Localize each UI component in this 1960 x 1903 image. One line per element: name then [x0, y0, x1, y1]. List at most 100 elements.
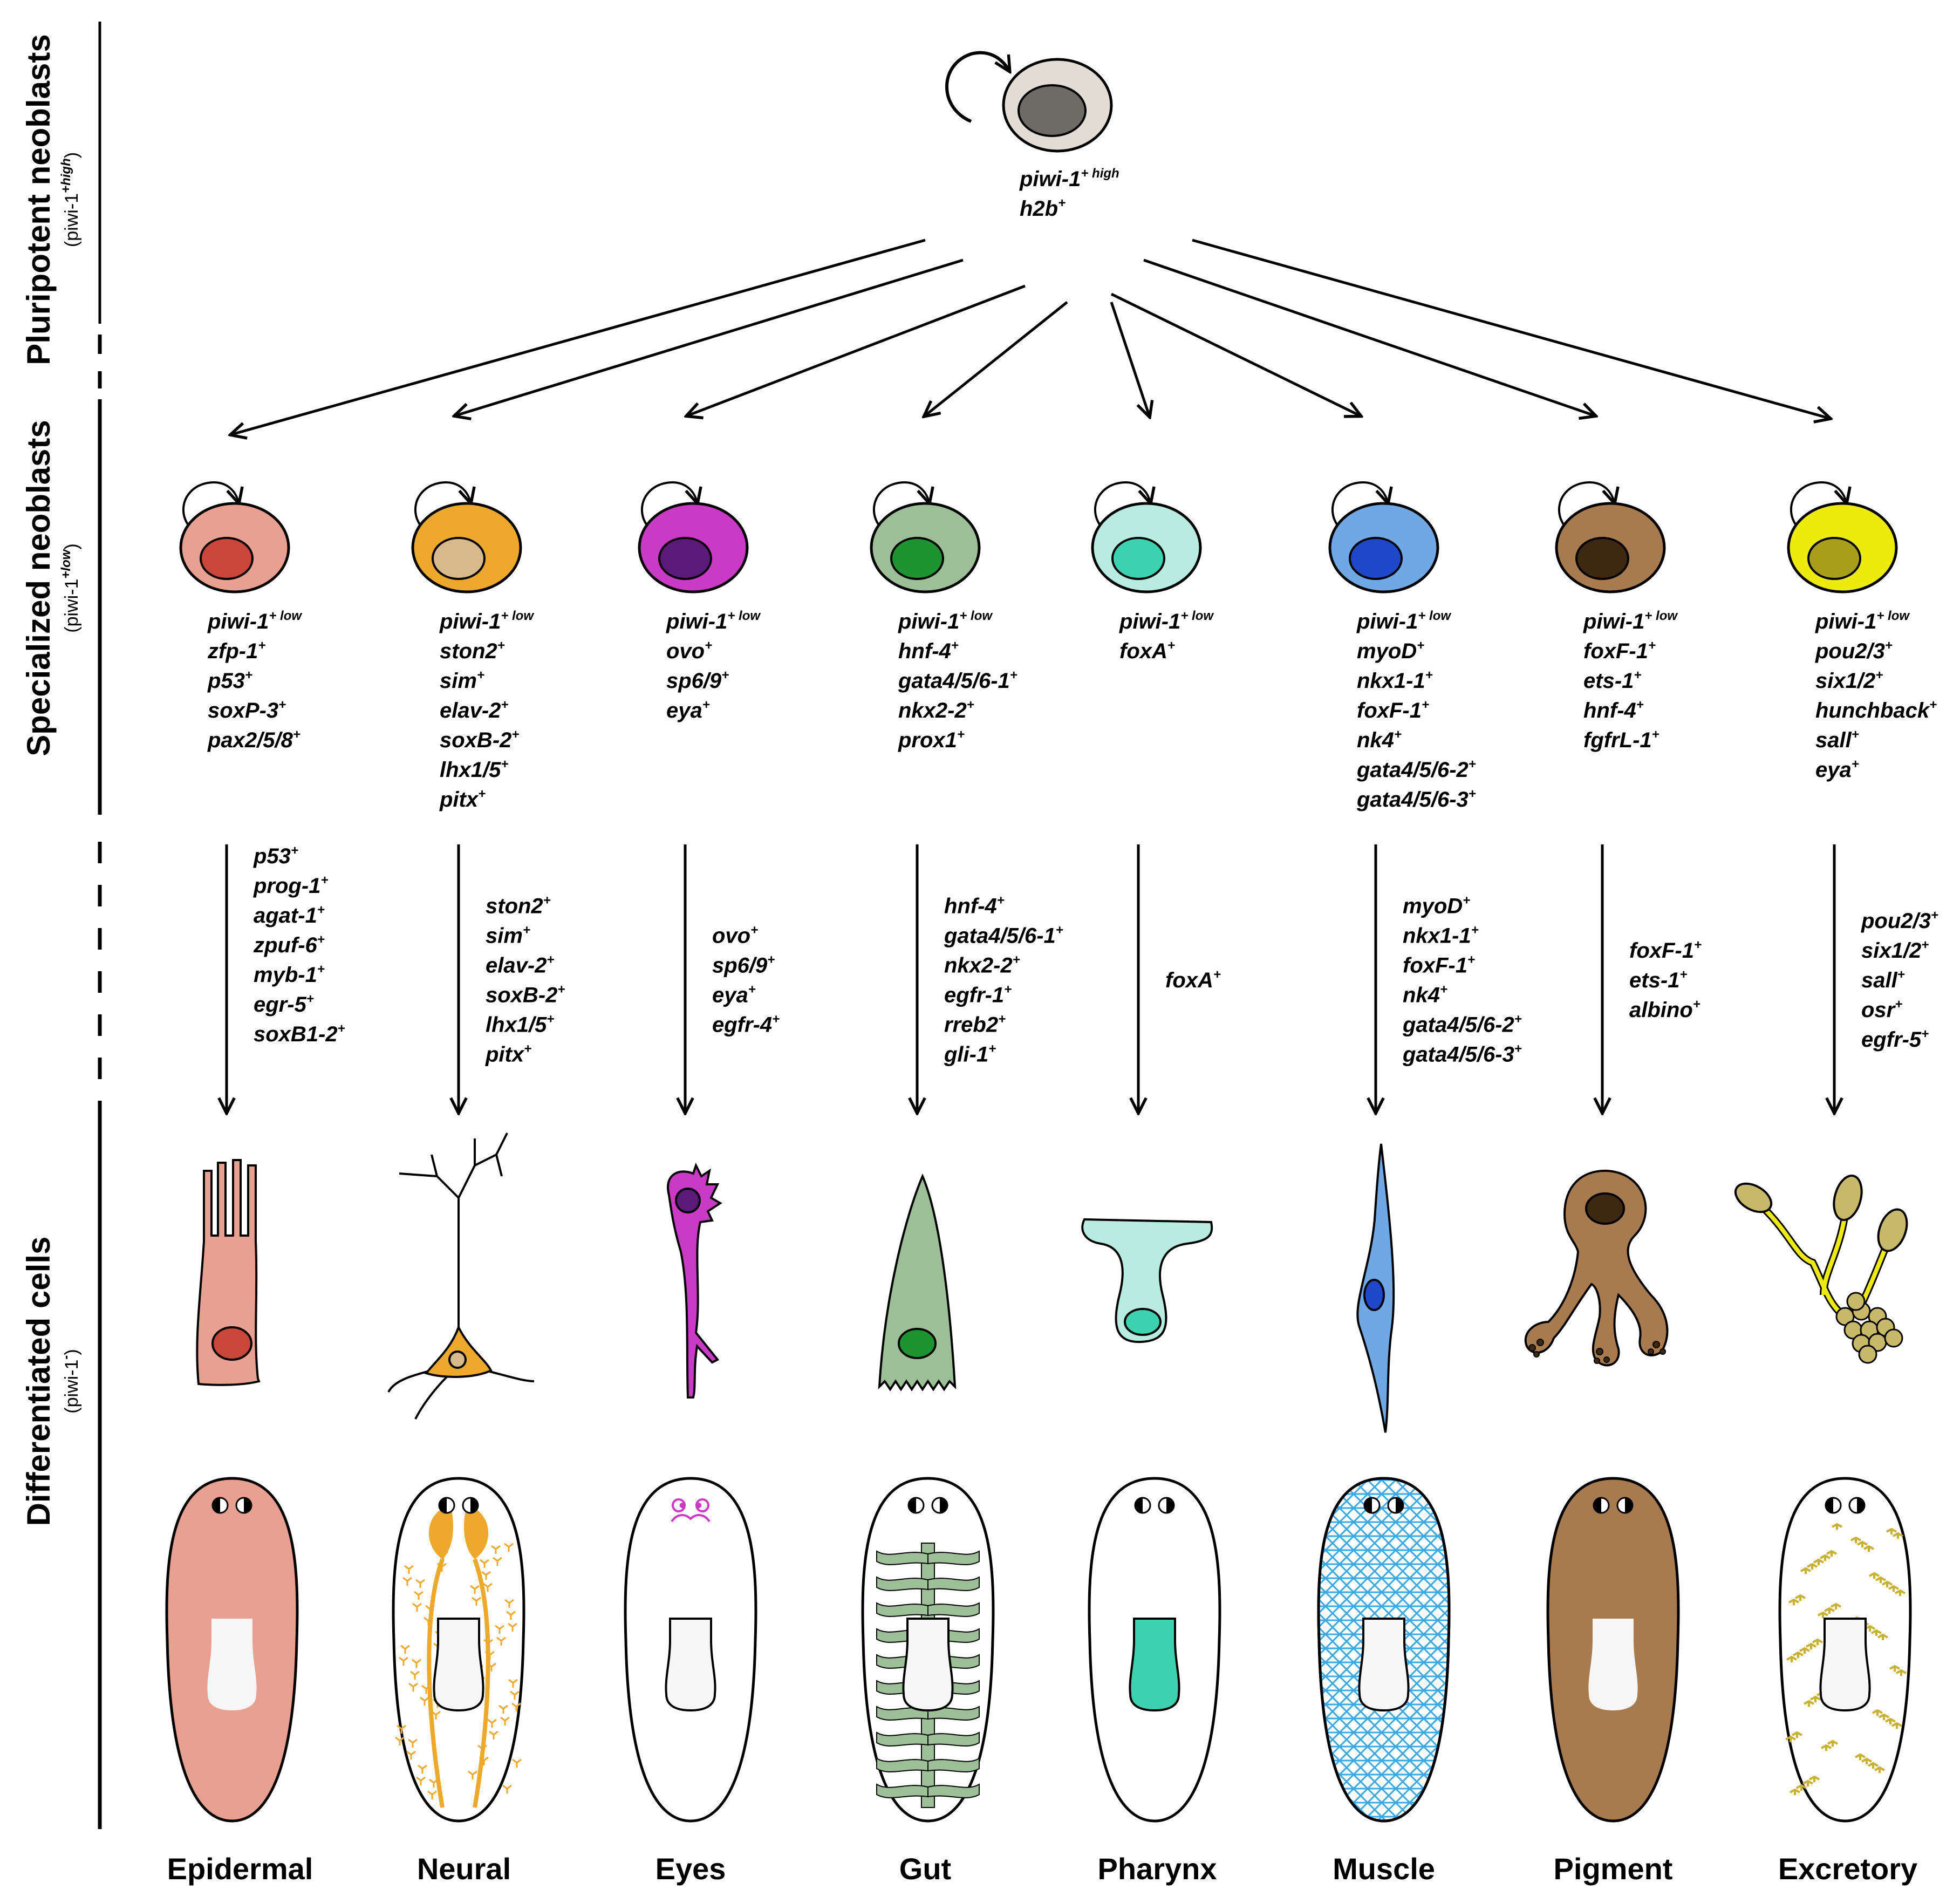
- excretory-flame-cell-1: [1734, 1182, 1773, 1213]
- progenitor-marker: eya+: [712, 983, 756, 1007]
- neoblast-marker: zfp-1+: [207, 638, 265, 663]
- progenitor-marker: prog-1+: [253, 873, 328, 898]
- progenitor-marker: albino+: [1629, 997, 1701, 1022]
- planarian-excretory: [1778, 1477, 1912, 1823]
- neural-cell: [387, 1133, 535, 1420]
- neoblast-marker: gata4/5/6-2+: [1356, 757, 1476, 782]
- stage-sub-gene: piwi-1: [62, 1360, 82, 1408]
- stage-sub-sup: +high: [59, 158, 73, 193]
- planarian-pharynx: [1088, 1477, 1221, 1823]
- epidermal-cell: [196, 1159, 261, 1386]
- lineage-label-neural: Neural: [417, 1852, 511, 1886]
- planarian-epidermal: [165, 1477, 299, 1823]
- lineage-label-pharynx: Pharynx: [1098, 1852, 1217, 1886]
- neoblast-marker: hnf-4+: [898, 638, 959, 663]
- neoblast-marker: hunchback+: [1815, 698, 1937, 722]
- planarian-eyes: [1363, 1497, 1404, 1514]
- eye-cell-nucleus: [675, 1188, 701, 1213]
- pluripotent-neoblast: piwi-1+ high h2b+: [945, 51, 1119, 221]
- nerve-cords: [427, 1558, 490, 1808]
- progenitor-marker: foxF-1+: [1403, 953, 1475, 978]
- lineage-column-epidermal: piwi-1+ lowzfp-1+p53+soxP-3+pax2/5/8+p53…: [179, 481, 345, 1111]
- muscle-cell: [1356, 1143, 1395, 1433]
- epidermal-cell-body: [196, 1159, 261, 1386]
- neoblast-marker: prox1+: [898, 727, 965, 752]
- progenitor-marker: rreb2+: [944, 1012, 1006, 1037]
- progenitor-marker: gli-1+: [944, 1042, 996, 1067]
- neoblast-marker: piwi-1+ low: [439, 609, 534, 633]
- stage-title: Pluripotent neoblasts: [21, 34, 57, 365]
- progenitor-marker: foxF-1+: [1629, 938, 1702, 963]
- stage-subtitle: (piwi-1+low): [59, 543, 82, 632]
- progenitor-marker: nkx1-1+: [1403, 923, 1479, 948]
- progenitor-marker: ets-1+: [1629, 967, 1687, 992]
- progenitor-marker: egr-5+: [254, 992, 314, 1017]
- branch-arrow: [1110, 302, 1149, 415]
- neoblast-marker: soxB-2+: [440, 727, 519, 752]
- specialized-neoblast-nucleus: [1349, 537, 1403, 580]
- pigment-cell: [1524, 1169, 1669, 1367]
- branch-arrows: [232, 238, 1829, 434]
- neoblast-marker: ovo+: [666, 638, 712, 663]
- stage-label-specialized: Specialized neoblasts (piwi-1+low): [21, 420, 82, 756]
- stage-subtitle: (piwi-1-): [59, 1349, 82, 1413]
- lineage-label-excretory: Excretory: [1778, 1852, 1917, 1886]
- stage-title: Specialized neoblasts: [21, 420, 57, 756]
- epidermal-cell-nucleus: [211, 1326, 252, 1361]
- pharynx: [1588, 1619, 1638, 1710]
- neoblast-marker: pou2/3+: [1815, 638, 1893, 663]
- pharynx: [1819, 1618, 1871, 1712]
- specialized-neoblast-nucleus: [658, 537, 712, 580]
- lineage-columns: piwi-1+ lowzfp-1+p53+soxP-3+pax2/5/8+p53…: [179, 481, 1938, 1111]
- pharynx-cell-body: [1081, 1218, 1213, 1343]
- stage-title: Differentiated cells: [21, 1237, 57, 1526]
- stage-label-differentiated: Differentiated cells (piwi-1-): [21, 1237, 82, 1526]
- lineage-column-gut: piwi-1+ lowhnf-4+gata4/5/6-1+nkx2-2+prox…: [870, 481, 1063, 1111]
- lineage-column-eyes: piwi-1+ lowovo+sp6/9+eya+ovo+sp6/9+eya+e…: [638, 481, 780, 1111]
- pigment-granules: [1528, 1339, 1666, 1364]
- progenitor-marker: egfr-5+: [1861, 1027, 1929, 1052]
- planarian-eyes: [438, 1497, 479, 1514]
- lineage-label-muscle: Muscle: [1333, 1852, 1435, 1886]
- branch-arrow: [232, 238, 926, 434]
- progenitor-marker: egfr-4+: [712, 1012, 780, 1037]
- progenitor-marker: pou2/3+: [1861, 908, 1938, 933]
- stage-sub-gene: piwi-1: [62, 579, 82, 627]
- neoblast-marker: piwi-1+ low: [1356, 609, 1451, 633]
- lineage-column-neural: piwi-1+ lowston2+sim+elav-2+soxB-2+lhx1/…: [411, 481, 565, 1111]
- lineage-column-pigment: piwi-1+ lowfoxF-1+ets-1+hnf-4+fgfrL-1+fo…: [1555, 481, 1702, 1111]
- neoblast-marker: elav-2+: [440, 698, 508, 722]
- pluripotent-marker: piwi-1+ high: [1019, 166, 1119, 191]
- progenitor-marker: six1/2+: [1861, 938, 1929, 963]
- stage-sub-gene: piwi-1: [62, 193, 82, 241]
- muscle-cell-nucleus: [1363, 1279, 1385, 1311]
- differentiated-cells: [196, 1133, 1908, 1433]
- neoblast-marker: nkx1-1+: [1357, 668, 1433, 693]
- neural-dendrites: [399, 1133, 508, 1327]
- neoblast-marker: sim+: [440, 668, 484, 693]
- eye-cell: [667, 1162, 722, 1399]
- neoblast-marker: piwi-1+ low: [1583, 609, 1678, 633]
- neoblast-marker: foxA+: [1119, 638, 1175, 663]
- pluripotent-markers: piwi-1+ high h2b+: [1019, 166, 1119, 221]
- progenitor-marker: hnf-4+: [944, 893, 1005, 918]
- neoblast-marker: pitx+: [439, 787, 486, 811]
- branch-arrow: [688, 284, 1026, 415]
- neoblast-marker: foxF-1+: [1583, 638, 1656, 663]
- planarian-eyes: [671, 1498, 711, 1523]
- pharynx: [433, 1618, 484, 1712]
- planarian-neural: [392, 1477, 525, 1823]
- pluripotent-marker: h2b+: [1020, 196, 1066, 221]
- pharynx-cell: [1081, 1218, 1213, 1343]
- branch-arrow: [1143, 258, 1594, 415]
- pharynx: [902, 1618, 954, 1712]
- stage-label-pluripotent: Pluripotent neoblasts (piwi-1+high): [21, 34, 82, 365]
- progenitor-marker: ston2+: [486, 893, 551, 918]
- neoblast-marker: piwi-1+ low: [1815, 609, 1910, 633]
- planarian-eyes: [211, 1497, 252, 1514]
- neoblast-marker: ston2+: [440, 638, 505, 663]
- specialized-neoblast-nucleus: [1575, 537, 1629, 580]
- neoblast-marker: hnf-4+: [1583, 698, 1644, 722]
